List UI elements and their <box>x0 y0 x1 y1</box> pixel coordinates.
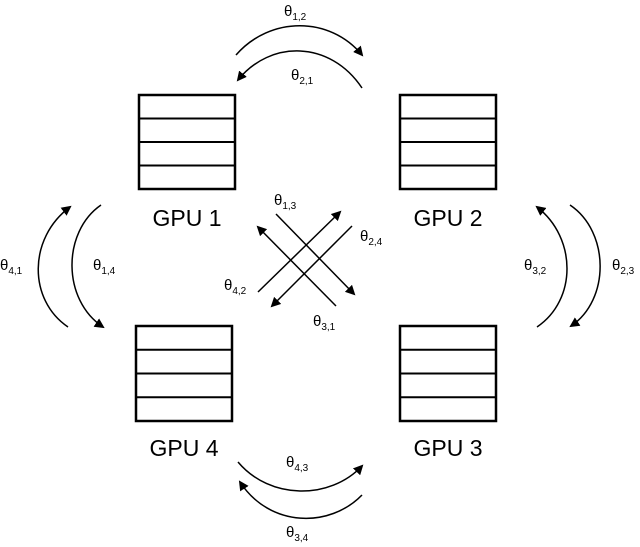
theta-3-1-label: θ3,1 <box>313 313 336 333</box>
arrow-gpu1-to-gpu2 <box>235 25 364 57</box>
theta-2-4-label: θ2,4 <box>360 228 383 248</box>
arrow-gpu4-to-gpu2 <box>257 210 342 293</box>
gpu2-label: GPU 2 <box>413 205 482 231</box>
theta-1-3-label: θ1,3 <box>274 192 297 212</box>
arrow-gpu3-to-gpu4 <box>238 480 363 520</box>
gpu3-label: GPU 3 <box>413 435 482 461</box>
arrow-gpu2-to-gpu4 <box>270 225 353 308</box>
theta-4-3-label: θ4,3 <box>286 454 309 474</box>
arrow-gpu1-to-gpu4 <box>71 204 105 329</box>
theta-2-3-label: θ2,3 <box>612 257 635 277</box>
theta-4-2-label: θ4,2 <box>224 277 247 297</box>
arrow-gpu1-to-gpu3 <box>275 213 356 296</box>
gpu4-node: GPU 4 <box>134 324 234 461</box>
gpu4-label: GPU 4 <box>149 435 218 461</box>
arrow-gpu2-to-gpu3 <box>569 204 601 328</box>
theta-1-4-label: θ1,4 <box>93 257 116 277</box>
arrow-gpu4-to-gpu3 <box>237 461 364 492</box>
theta-3-2-label: θ3,2 <box>524 257 547 277</box>
arrow-gpu2-to-gpu1 <box>236 50 363 89</box>
theta-2-1-label: θ2,1 <box>291 67 314 87</box>
arrow-gpu4-to-gpu1 <box>37 205 72 328</box>
gpu1-label: GPU 1 <box>152 205 221 231</box>
theta-3-4-label: θ3,4 <box>286 524 309 544</box>
gpu1-node: GPU 1 <box>137 93 237 231</box>
theta-1-2-label: θ1,2 <box>284 3 307 23</box>
gpu2-node: GPU 2 <box>398 93 498 231</box>
gpu3-node: GPU 3 <box>398 324 498 461</box>
arrow-gpu3-to-gpu1 <box>256 225 337 307</box>
theta-4-1-label: θ4,1 <box>0 257 23 277</box>
arrow-gpu3-to-gpu2 <box>535 205 568 328</box>
